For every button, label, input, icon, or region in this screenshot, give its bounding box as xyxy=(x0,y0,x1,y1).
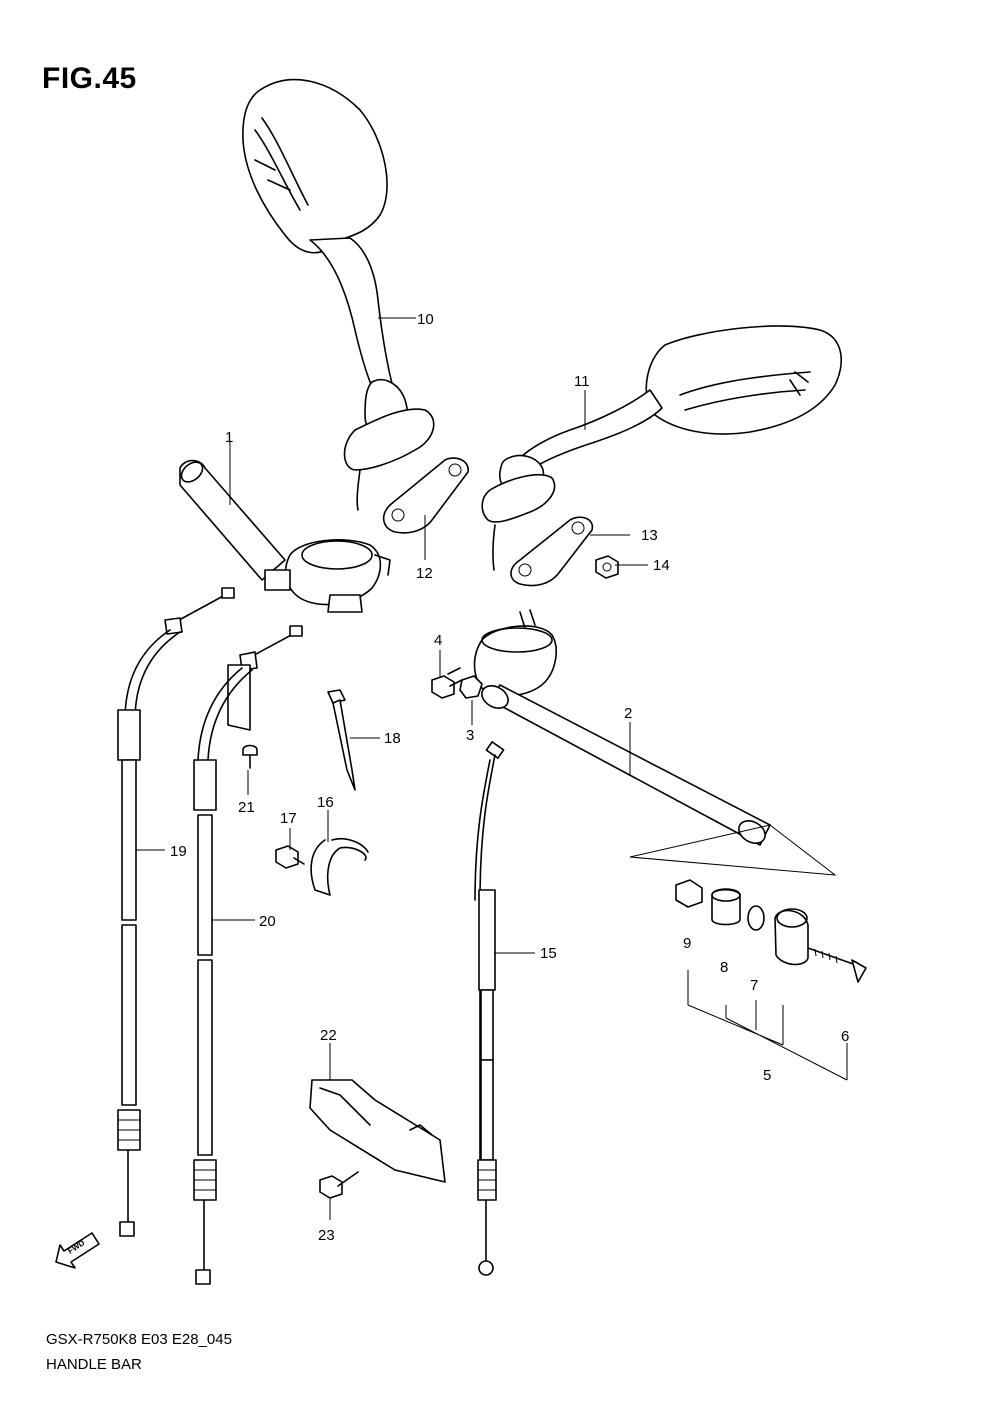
cable-screw xyxy=(242,744,258,769)
cable-guide-bracket xyxy=(309,1079,446,1183)
right-handle-bar xyxy=(473,609,771,846)
balancer-nut xyxy=(675,879,703,908)
balancer-spacer xyxy=(711,888,741,926)
assembly-bracket xyxy=(687,970,848,1081)
clamp-bolt-small xyxy=(275,845,305,869)
right-mirror-bracket xyxy=(510,516,594,587)
guide-bolt xyxy=(319,1171,359,1199)
section-title: HANDLE BAR xyxy=(46,1356,142,1373)
clamp-collar xyxy=(459,675,483,699)
left-mirror xyxy=(242,78,435,511)
callout-16: 16 xyxy=(317,794,334,811)
callout-15: 15 xyxy=(540,945,557,962)
callout-21: 21 xyxy=(238,799,255,816)
balancer-weight xyxy=(774,908,809,966)
callout-20: 20 xyxy=(259,913,276,930)
leader-lines xyxy=(136,317,648,1220)
callout-1: 1 xyxy=(225,429,233,446)
callout-2: 2 xyxy=(624,705,632,722)
callout-3: 3 xyxy=(466,727,474,744)
detail-wedge xyxy=(629,824,837,876)
callout-10: 10 xyxy=(417,311,434,328)
forward-arrow-icon: FWD xyxy=(55,1232,100,1269)
callout-6: 6 xyxy=(841,1028,849,1045)
callout-9: 9 xyxy=(683,935,691,952)
left-handle-bar xyxy=(179,459,391,613)
model-code: GSX-R750K8 E03 E28_045 xyxy=(46,1331,232,1348)
callout-8: 8 xyxy=(720,959,728,976)
callout-14: 14 xyxy=(653,557,670,574)
callout-12: 12 xyxy=(416,565,433,582)
nut xyxy=(595,555,619,579)
callout-7: 7 xyxy=(750,977,758,994)
callout-22: 22 xyxy=(320,1027,337,1044)
callout-4: 4 xyxy=(434,632,442,649)
wire-clamp xyxy=(310,837,369,896)
clutch-cable xyxy=(474,741,505,1276)
callout-17: 17 xyxy=(280,810,297,827)
callout-5: 5 xyxy=(763,1067,771,1084)
left-mirror-bracket xyxy=(382,457,469,534)
cable-clamp-pin xyxy=(327,689,356,791)
callout-13: 13 xyxy=(641,527,658,544)
throttle-cable-1 xyxy=(117,587,235,1237)
clamp-bolt xyxy=(431,667,463,699)
callout-11: 11 xyxy=(574,373,590,390)
balancer-screw xyxy=(807,947,867,983)
callout-18: 18 xyxy=(384,730,401,747)
throttle-cable-2 xyxy=(193,625,303,1285)
figure-title: FIG.45 xyxy=(42,62,137,95)
right-mirror xyxy=(481,325,842,571)
balancer-washer xyxy=(747,905,765,931)
callout-19: 19 xyxy=(170,843,187,860)
callout-23: 23 xyxy=(318,1227,335,1244)
